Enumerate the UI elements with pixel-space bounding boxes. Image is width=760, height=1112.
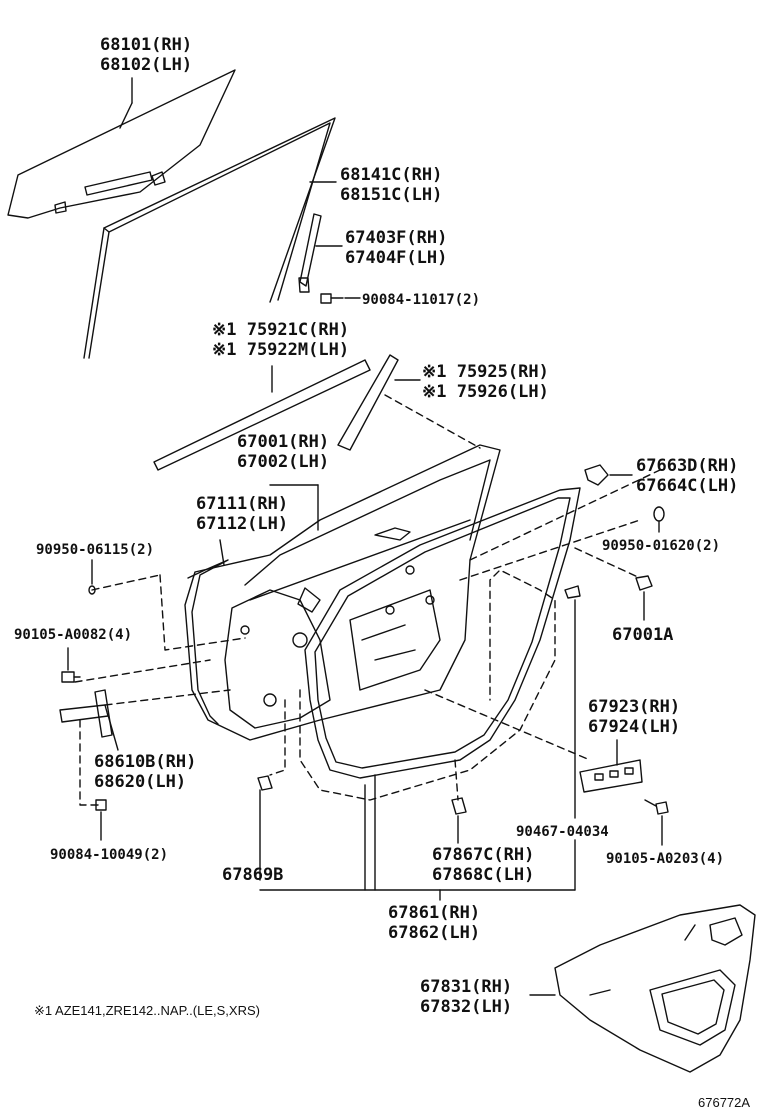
dashed-guide-5	[159, 574, 246, 651]
label-75926: ※1 75926(LH)	[422, 382, 549, 402]
dashed-outline	[299, 569, 556, 801]
label-67111: 67111(RH)	[196, 494, 289, 514]
label-68610b: 68610B(RH)	[94, 752, 197, 772]
label-67831: 67831(RH)	[420, 977, 513, 997]
switch-base	[579, 759, 643, 793]
screw-icon	[644, 799, 669, 815]
stopper-icon	[635, 575, 653, 591]
label-90467-04034: 90467-04034	[516, 824, 609, 840]
label-67001a: 67001A	[612, 625, 674, 645]
label-67867c: 67867C(RH)	[432, 845, 535, 865]
leader-68610b	[107, 714, 119, 751]
outer-panel	[187, 559, 229, 725]
label-90084-11017: 90084-11017(2)	[362, 292, 481, 308]
label-68102: 68102(LH)	[100, 55, 193, 75]
door-panel	[184, 444, 501, 741]
dashed-guide-8	[104, 689, 231, 706]
clip-icon	[584, 464, 609, 486]
label-75922m: ※1 75922M(LH)	[212, 340, 350, 360]
label-67403f: 67403F(RH)	[345, 228, 448, 248]
label-68101: 68101(RH)	[100, 35, 193, 55]
label-90950-01620: 90950-01620(2)	[602, 538, 721, 554]
dashed-guide-9	[79, 719, 101, 806]
door-check	[59, 689, 113, 738]
footnote: ※1 AZE141,ZRE142..NAP..(LE,S,XRS)	[34, 1003, 260, 1018]
label-67002: 67002(LH)	[237, 452, 330, 472]
plug-icon	[653, 506, 665, 522]
dashed-guide-11	[424, 689, 591, 761]
dashed-guide-12	[454, 759, 459, 801]
label-90950-06115: 90950-06115(2)	[36, 542, 155, 558]
label-68151c: 68151C(LH)	[340, 185, 443, 205]
label-90105-a0203: 90105-A0203(4)	[606, 851, 725, 867]
clip-icon-2	[257, 775, 273, 791]
leader-68101b	[119, 102, 133, 129]
pillar-garnish	[337, 354, 399, 451]
label-67663d: 67663D(RH)	[636, 456, 739, 476]
door-glass	[7, 69, 236, 219]
label-67924: 67924(LH)	[588, 717, 681, 737]
leader-67111	[219, 539, 225, 566]
label-67861: 67861(RH)	[388, 903, 481, 923]
label-68620: 68620(LH)	[94, 772, 187, 792]
dashed-guide-2	[469, 469, 661, 561]
dashed-guide-6	[91, 574, 161, 591]
label-68141c: 68141C(RH)	[340, 165, 443, 185]
label-67868c: 67868C(LH)	[432, 865, 535, 885]
dashed-guide-10	[269, 699, 286, 776]
label-90105-a0082: 90105-A0082(4)	[14, 627, 133, 643]
dashed-guide	[384, 394, 481, 449]
dashed-guide-7	[74, 659, 211, 683]
door-weatherstrip	[304, 487, 581, 779]
bolt-icon-2	[61, 671, 81, 683]
label-67664c: 67664C(LH)	[636, 476, 739, 496]
dashed-guide-3	[459, 519, 641, 581]
label-67112: 67112(LH)	[196, 514, 289, 534]
door-channel	[298, 213, 322, 293]
belt-molding	[153, 359, 371, 471]
label-67404f: 67404F(LH)	[345, 248, 448, 268]
label-75925: ※1 75925(RH)	[422, 362, 549, 382]
label-67923: 67923(RH)	[588, 697, 681, 717]
label-67001: 67001(RH)	[237, 432, 330, 452]
label-90084-10049: 90084-10049(2)	[50, 847, 169, 863]
label-67832: 67832(LH)	[420, 997, 513, 1017]
plug-small-icon	[88, 585, 96, 595]
clip-icon-3	[451, 797, 467, 815]
label-67869b: 67869B	[222, 865, 284, 885]
dashed-guide-4	[574, 547, 641, 579]
glass-run	[83, 117, 336, 359]
label-67862: 67862(LH)	[388, 923, 481, 943]
clip-small-icon	[564, 585, 581, 599]
bolt-icon	[320, 293, 344, 304]
door-trim-board	[554, 904, 756, 1073]
diagram-code: 676772A	[698, 1095, 751, 1110]
label-75921c: ※1 75921C(RH)	[212, 320, 350, 340]
bolt-icon-3	[95, 799, 107, 811]
